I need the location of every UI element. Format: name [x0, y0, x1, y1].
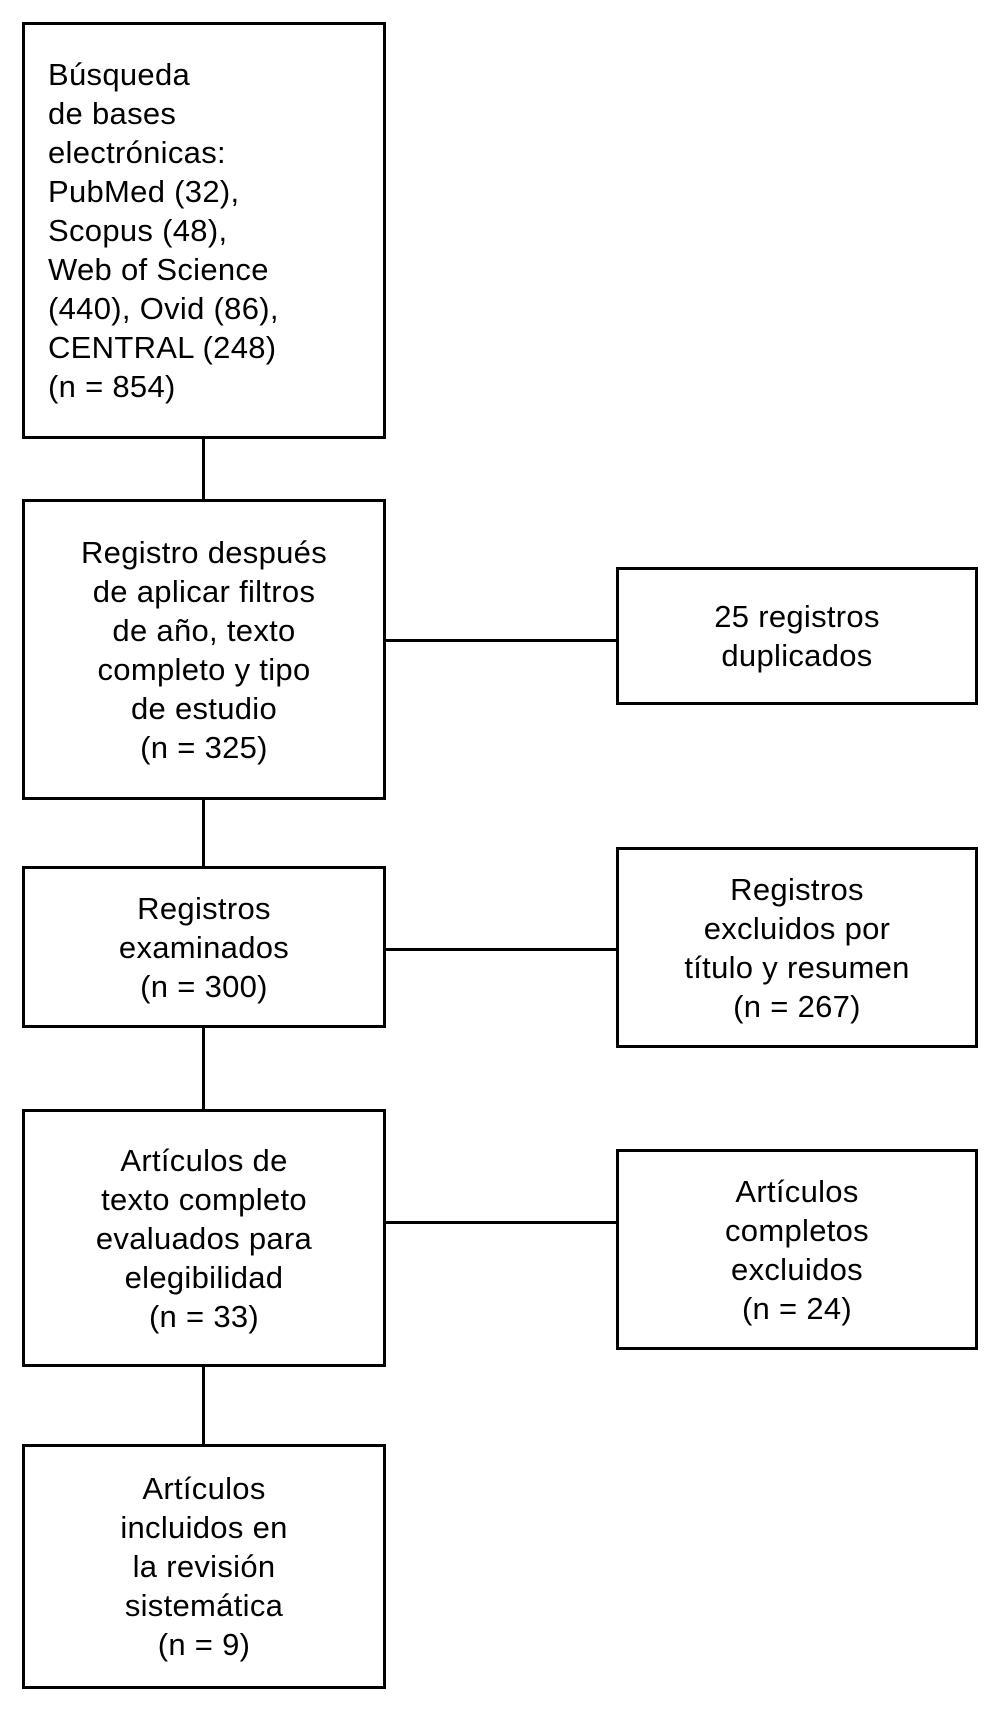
text-line: completos	[725, 1212, 869, 1248]
text-line: Artículos de	[120, 1142, 288, 1178]
text-line: incluidos en	[120, 1510, 288, 1545]
text-line: sistemática	[124, 1588, 284, 1623]
text-line: PubMed (32),	[48, 174, 240, 209]
flow-box-included-in-review: Artículos incluidos en la revisión siste…	[22, 1444, 386, 1689]
text-line: Registros	[137, 890, 271, 926]
text-line: (n = 267)	[733, 988, 861, 1024]
text-line: CENTRAL (248)	[48, 330, 277, 365]
text-line: Registro después	[80, 534, 328, 570]
text-line: (n = 9)	[157, 1627, 251, 1662]
text-line: 25 registros	[714, 599, 880, 634]
connector-search-to-filters	[202, 439, 205, 499]
flow-box-duplicates-removed: 25 registros duplicados	[616, 567, 978, 705]
text-line: (n = 33)	[148, 1298, 260, 1334]
text-line: (440), Ovid (86),	[48, 291, 279, 326]
text-line: electrónicas:	[48, 135, 226, 170]
flow-box-excluded-title-abstract: Registros excluidos por título y resumen…	[616, 847, 978, 1048]
text-line: título y resumen	[684, 949, 910, 985]
text-line: Registros	[730, 871, 864, 907]
text-line: de aplicar filtros	[92, 573, 316, 609]
text-line: Scopus (48),	[48, 213, 228, 248]
text-line: de estudio	[130, 690, 278, 726]
connector-fulltext-to-included	[202, 1366, 205, 1444]
text-line: evaluados para	[95, 1220, 313, 1256]
text-line: excluidos	[731, 1251, 863, 1287]
text-line: Artículos	[735, 1173, 859, 1209]
connector-filters-to-screened	[202, 798, 205, 866]
text-line: (n = 854)	[48, 369, 176, 404]
connector-screened-to-excluded	[386, 948, 616, 951]
text-line: de año, texto	[112, 612, 296, 648]
text-line: completo y tipo	[97, 651, 311, 687]
text-line: excluidos por	[703, 910, 891, 946]
flow-box-database-search: Búsqueda de bases electrónicas: PubMed (…	[22, 22, 386, 439]
flow-box-records-after-filters: Registro después de aplicar filtros de a…	[22, 499, 386, 800]
connector-screened-to-fulltext	[202, 1028, 205, 1109]
text-line: (n = 24)	[741, 1290, 853, 1326]
text-line: Web of Science	[48, 252, 269, 287]
text-line: la revisión	[132, 1549, 276, 1584]
flow-box-fulltext-assessed: Artículos de texto completo evaluados pa…	[22, 1109, 386, 1367]
text-line: Artículos	[142, 1471, 266, 1506]
connector-filters-to-duplicates	[386, 639, 616, 642]
text-line: examinados	[118, 929, 290, 965]
text-line: (n = 300)	[140, 968, 268, 1004]
text-line: Búsqueda	[48, 57, 191, 92]
text-line: texto completo	[101, 1181, 307, 1217]
flow-box-excluded-fulltext: Artículos completos excluidos (n = 24)	[616, 1149, 978, 1350]
text-line: (n = 325)	[140, 729, 268, 765]
text-line: de bases	[48, 96, 177, 131]
flow-box-records-screened: Registros examinados (n = 300)	[22, 866, 386, 1028]
text-line: elegibilidad	[124, 1259, 284, 1295]
connector-fulltext-to-excluded	[386, 1221, 616, 1224]
text-line: duplicados	[721, 638, 873, 673]
